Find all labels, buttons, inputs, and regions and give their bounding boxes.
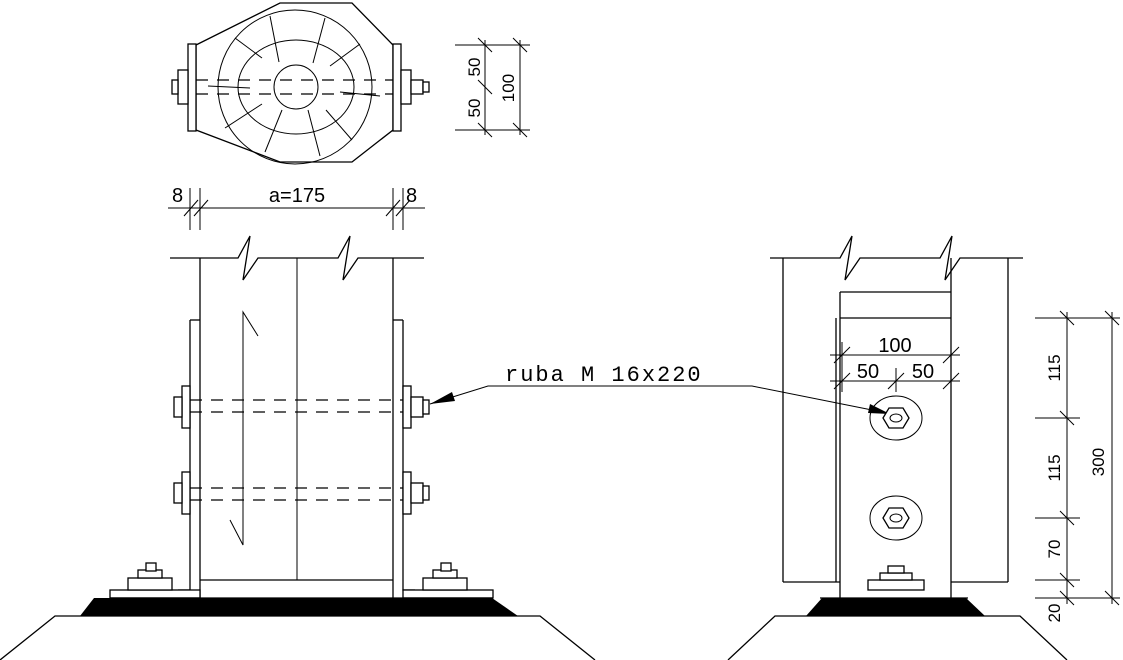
side-dim-115-upper: 115 [1045, 354, 1064, 381]
side-dim-70: 70 [1045, 540, 1064, 559]
side-dim-50-right: 50 [912, 361, 934, 383]
bolt-callout: ruba M 16x220 [429, 363, 890, 414]
bolt-label: ruba M 16x220 [505, 363, 703, 388]
top-dim-100: 100 [499, 74, 518, 102]
top-dim-50-lower: 50 [465, 99, 484, 118]
front-dim-a-175: a=175 [269, 185, 325, 207]
side-dim-300: 300 [1089, 448, 1108, 476]
side-dim-100: 100 [878, 335, 911, 357]
front-dim-left-8: 8 [172, 185, 183, 207]
side-dim-50-left: 50 [857, 361, 879, 383]
front-dim-right-8: 8 [406, 185, 417, 207]
top-view: 50 50 100 [171, 2, 530, 165]
front-view: 8 a=175 8 [0, 185, 596, 660]
side-view: 100 50 50 115 115 70 20 300 [727, 235, 1120, 660]
side-dim-20: 20 [1045, 604, 1064, 623]
side-dim-115-lower: 115 [1045, 454, 1064, 481]
top-dim-50-upper: 50 [465, 58, 484, 77]
